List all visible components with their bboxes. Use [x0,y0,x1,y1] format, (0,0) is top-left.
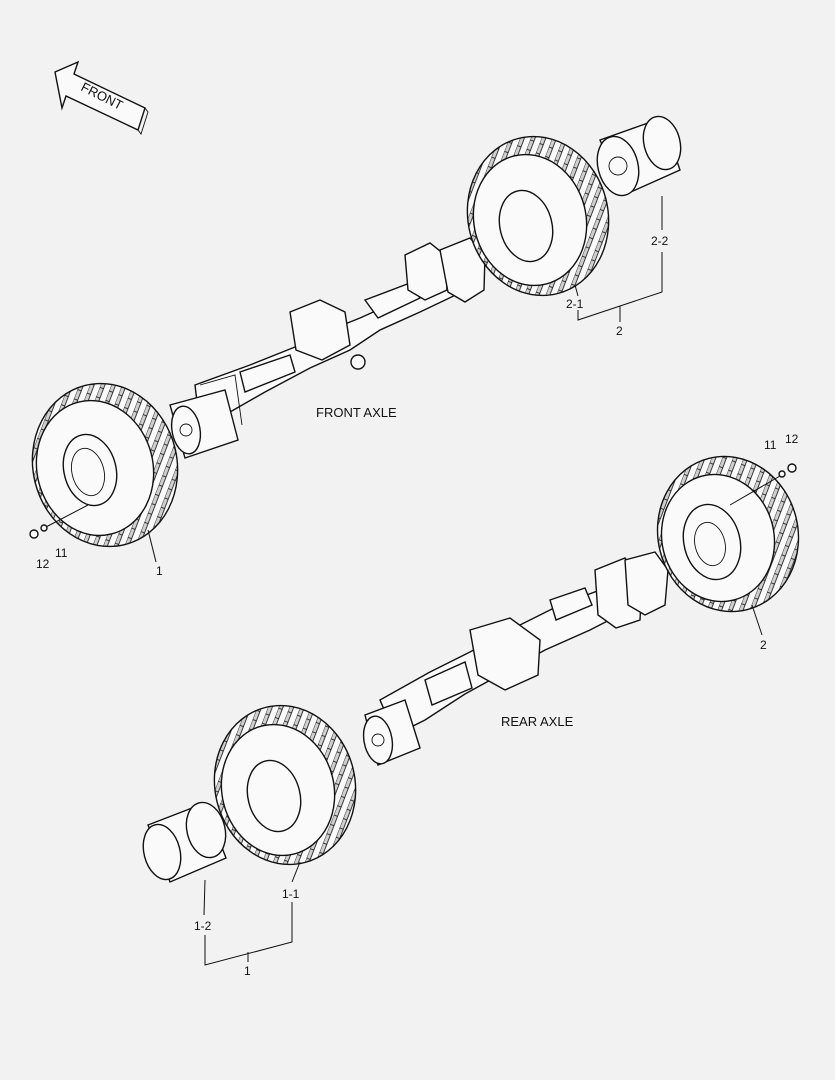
rear-axle [142,455,800,883]
front-left-nuts [29,504,89,539]
leader-lines [147,196,763,966]
front-direction-arrow: FRONT [54,60,149,135]
front-right-tire [466,135,610,297]
callout-rear-right-wheel: 2 [760,638,767,652]
rear-right-wheel [656,455,800,613]
callout-front-left-nut-a: 11 [55,546,68,560]
rear-left-tire [213,704,357,866]
callout-rear-left-tire: 1-1 [282,887,300,901]
callout-front-right-tire: 2-1 [566,297,584,311]
callout-rear-left-group: 1 [244,964,251,978]
callout-rear-left-rim: 1-2 [194,919,212,933]
front-axle-label: FRONT AXLE [316,405,397,420]
callout-front-right-group: 2 [616,324,623,338]
rear-right-nuts [729,463,797,506]
rear-left-rim [142,801,227,883]
callout-rear-right-nut-b: 12 [785,432,799,446]
callout-front-right-rim: 2-2 [651,234,669,248]
rear-axle-label: REAR AXLE [501,714,574,729]
front-right-rim [596,115,682,197]
callout-front-left-wheel: 1 [156,564,163,578]
callout-front-left-nut-b: 12 [36,557,50,571]
front-left-wheel [31,382,179,548]
callout-rear-right-nut-a: 11 [764,438,777,452]
front-axle [31,115,682,548]
